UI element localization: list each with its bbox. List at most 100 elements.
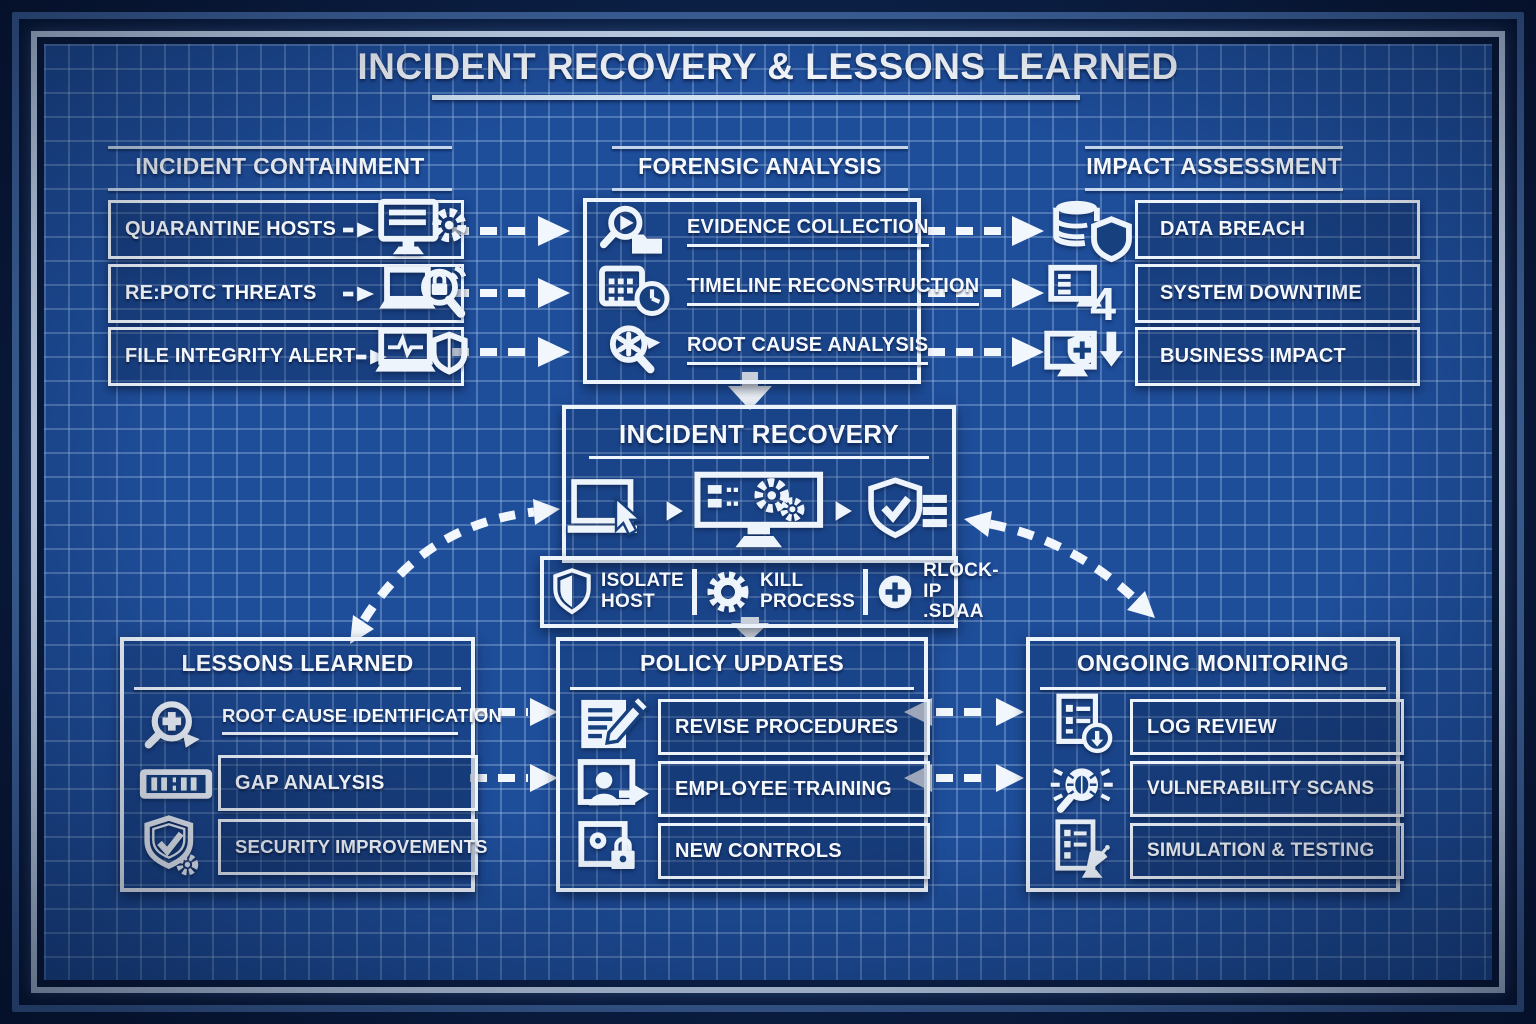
shield-check-icon: [863, 472, 952, 550]
lessons-row: GAP ANALYSIS: [218, 755, 478, 811]
policy-row: EMPLOYEE TRAINING: [658, 761, 930, 817]
person-arrow-icon: [574, 757, 654, 817]
impact-label-1: DATA BREACH: [1160, 218, 1306, 240]
section-title-policy: POLICY UPDATES: [640, 650, 844, 676]
recovery-title: INCIDENT RECOVERY: [618, 419, 900, 449]
section-title-monitoring: ONGOING MONITORING: [1076, 650, 1350, 676]
impact-row: DATA BREACH: [1135, 200, 1420, 259]
monitor-gear-icon: [373, 196, 471, 264]
monitor-gears-icon: [694, 466, 824, 556]
containment-row: QUARANTINE HOSTS: [108, 198, 467, 259]
forensic-rule-top: [612, 146, 908, 149]
lessons-row: ROOT CAUSE IDENTIFICATION: [222, 705, 502, 735]
section-title-containment: INCIDENT CONTAINMENT: [135, 153, 425, 179]
mini-right-arrow-icon: [343, 221, 375, 239]
monitoring-label-2: VULNERABILITY SCANS: [1147, 778, 1375, 799]
laptop-cursor-icon: [566, 472, 655, 550]
impact-label-2: SYSTEM DOWNTIME: [1160, 282, 1362, 304]
list-download-icon: [1046, 691, 1124, 757]
gap-bracket-icon: [136, 761, 216, 807]
monitoring-row: SIMULATION & TESTING: [1130, 823, 1404, 879]
svg-text:4: 4: [1090, 278, 1116, 328]
forensic-label-2: TIMELINE RECONSTRUCTION: [687, 275, 980, 297]
policy-label-2: EMPLOYEE TRAINING: [675, 777, 892, 800]
shield-check-gear-icon: [136, 815, 214, 877]
monitoring-row: LOG REVIEW: [1130, 699, 1404, 755]
recovery-icons-row: [566, 463, 952, 559]
magnifier-arrow-icon: [597, 319, 677, 381]
policy-label-3: NEW CONTROLS: [675, 839, 842, 862]
screen-lock-icon: [576, 819, 650, 879]
impact-row: BUSINESS IMPACT: [1135, 327, 1420, 386]
policy-row: REVISE PROCEDURES: [658, 699, 930, 755]
document-pencil-icon: [576, 693, 652, 755]
monitor-shield-down-icon: [1042, 322, 1138, 390]
gear-icon: [705, 569, 751, 615]
play-right-icon: [834, 499, 854, 523]
forensic-label-3: ROOT CAUSE ANALYSIS: [687, 334, 929, 356]
label-underline: [687, 303, 980, 306]
impact-label-3: BUSINESS IMPACT: [1160, 345, 1346, 367]
impact-row: SYSTEM DOWNTIME: [1135, 264, 1420, 323]
lessons-row: SECURITY IMPROVEMENTS: [218, 819, 487, 875]
plus-circle-icon: [876, 570, 914, 614]
page-title: INCIDENT RECOVERY & LESSONS LEARNED: [357, 46, 1179, 87]
containment-label-3: FILE INTEGRITY ALERT: [125, 345, 356, 367]
recovery-box: INCIDENT RECOVERY: [562, 405, 956, 563]
forensic-label-1: EVIDENCE COLLECTION: [687, 216, 929, 238]
play-right-icon: [665, 499, 685, 523]
forensic-row: EVIDENCE COLLECTION: [587, 202, 929, 261]
laptop-shield-icon: [373, 323, 471, 391]
lessons-label-1: ROOT CAUSE IDENTIFICATION: [222, 705, 503, 726]
lessons-label-3: SECURITY IMPROVEMENTS: [235, 836, 488, 857]
section-title-lessons: LESSONS LEARNED: [181, 650, 414, 676]
policy-underline: [570, 687, 914, 690]
containment-label-1: QUARANTINE HOSTS: [125, 218, 336, 240]
monitoring-row: VULNERABILITY SCANS: [1130, 761, 1404, 817]
monitoring-underline: [1040, 687, 1386, 690]
policy-row: NEW CONTROLS: [658, 823, 930, 879]
laptop-search-lock-icon: [373, 260, 471, 328]
policy-label-1: REVISE PROCEDURES: [675, 715, 899, 738]
label-underline: [687, 244, 929, 247]
label-underline: [687, 362, 929, 365]
clipboard-satellite-icon: [1046, 817, 1124, 881]
bug-magnifier-icon: [1044, 757, 1126, 819]
monitoring-box: ONGOING MONITORING LOG REVIEW VULNERABIL…: [1026, 637, 1404, 892]
policy-box: POLICY UPDATES REVISE PROCEDURES EMPLOYE…: [556, 637, 930, 892]
monitor-4-icon: 4: [1046, 260, 1142, 330]
action-block-ip: RLOCK-IP.SDAA: [868, 560, 1013, 624]
forensic-rule-bottom: [612, 188, 908, 191]
section-title-forensic: FORENSIC ANALYSIS: [638, 153, 882, 179]
magnifier-plus-icon: [138, 695, 218, 757]
impact-rule-bottom: [1085, 188, 1343, 191]
title-underline: [432, 95, 1080, 100]
lessons-label-2: GAP ANALYSIS: [235, 771, 385, 794]
action-label: RLOCK-IP.SDAA: [923, 560, 999, 623]
forensic-box: EVIDENCE COLLECTION TIMELINE RECONSTRUCT…: [583, 198, 980, 384]
forensic-row: ROOT CAUSE ANALYSIS: [587, 319, 929, 381]
containment-rule-bottom: [108, 188, 452, 191]
lessons-underline: [134, 687, 461, 690]
containment-row: FILE INTEGRITY ALERT: [108, 327, 468, 386]
section-title-impact: IMPACT ASSESSMENT: [1086, 153, 1342, 179]
forensic-row: TIMELINE RECONSTRUCTION: [587, 260, 980, 322]
calendar-clock-icon: [597, 260, 677, 322]
recovery-underline: [589, 456, 929, 459]
impact-rule-top: [1085, 146, 1343, 149]
containment-label-2: RE:POTC THREATS: [125, 282, 317, 304]
monitoring-label-1: LOG REVIEW: [1147, 715, 1277, 738]
monitoring-label-3: SIMULATION & TESTING: [1147, 840, 1375, 861]
containment-rule-top: [108, 146, 452, 149]
mini-right-arrow-icon: [343, 285, 375, 303]
shield-icon: [552, 568, 592, 616]
containment-row: RE:POTC THREATS: [108, 264, 467, 323]
lessons-box: LESSONS LEARNED ROOT CAUSE IDENTIFICATIO…: [120, 637, 502, 892]
label-underline: [222, 732, 458, 735]
